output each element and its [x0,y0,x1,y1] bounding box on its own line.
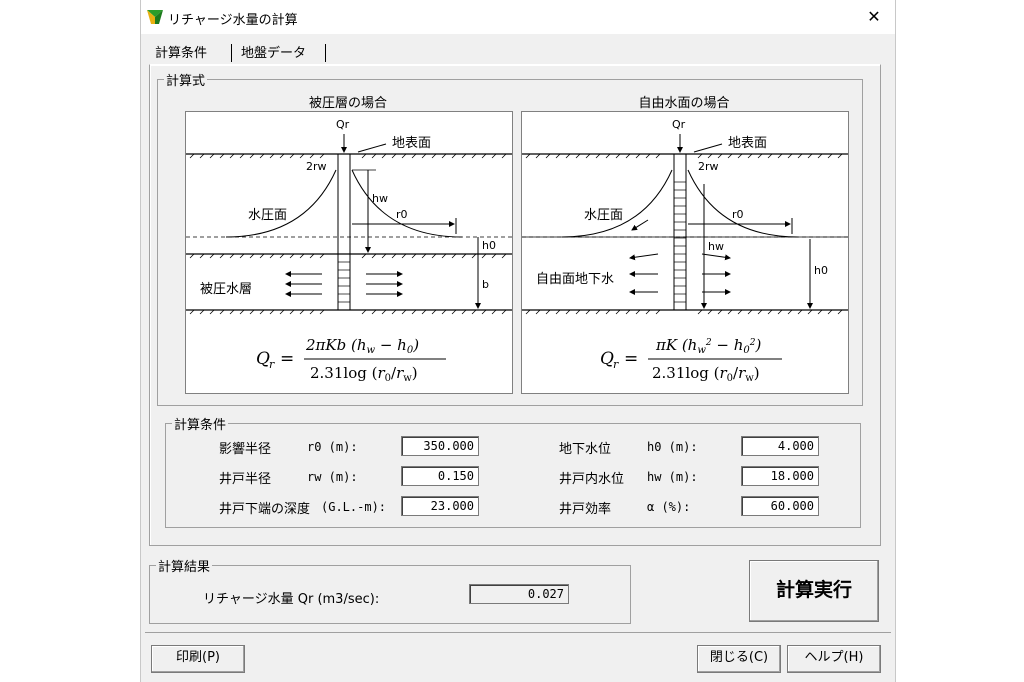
well-bottom-depth-input[interactable]: 23.000 [401,496,479,516]
diameter-label: 2rw [306,160,327,173]
r0-label: r0 [732,208,744,221]
recharge-label: リチャージ水量 Qr (m3/sec): [203,592,380,607]
confined-diagram: Qr 地表面 2rw 水圧面 hw r0 h0 被圧水層 b Q r = 2πK… [185,111,513,394]
h0-label: h0 [482,239,496,252]
well-efficiency-code: α (%): [647,500,691,514]
free-caption: 自由水面の場合 [638,96,730,111]
well-radius-label: 井戸半径 [219,472,272,487]
b-label: b [482,278,489,291]
svg-text:Q: Q [256,349,270,369]
free-diagram: Qr 地表面 2rw 水圧面 r0 hw h0 自由面地下水 Q r = πK … [521,111,849,394]
help-button[interactable]: ヘルプ(H) [787,645,881,673]
influence-radius-code: r0 (m): [307,440,358,454]
aquifer-label: 被圧水層 [200,282,253,297]
footer-divider [145,632,891,633]
svg-text:Q: Q [600,349,614,369]
svg-text:2.31log (r0/rw): 2.31log (r0/rw) [310,364,418,384]
ground-label: 地表面 [392,136,432,151]
groundwater-level-label: 地下水位 [559,442,612,457]
confined-diagram-drawing [186,134,512,315]
hw-label: hw [708,240,724,253]
result-group: 計算結果 [149,556,631,624]
svg-text:r: r [269,358,275,371]
svg-text:=: = [280,349,294,369]
calculate-button[interactable]: 計算実行 [749,560,879,622]
groundwater-level-code: h0 (m): [647,440,698,454]
svg-text:2πKb (hw − h0): 2πKb (hw − h0) [305,336,419,356]
in-well-level-label: 井戸内水位 [559,472,625,487]
svg-text:2.31log (r0/rw): 2.31log (r0/rw) [652,364,760,384]
formula-group: 計算式 [157,70,863,406]
diameter-label: 2rw [698,160,719,173]
influence-radius-input[interactable]: 350.000 [401,436,479,456]
close-button[interactable]: 閉じる(C) [697,645,781,673]
confined-formula: Q r = 2πKb (hw − h0) 2.31log (r0/rw) [256,336,446,384]
tab-separator [231,44,232,62]
well-bottom-depth-code: (G.L.-m): [321,500,387,514]
title-bar: リチャージ水量の計算 ✕ [141,0,895,34]
groundwater-level-input[interactable]: 4.000 [741,436,819,456]
well-radius-input[interactable]: 0.150 [401,466,479,486]
conditions-group-legend: 計算条件 [174,418,227,433]
in-well-level-code: hw (m): [647,470,698,484]
conditions-group: 計算条件 [165,414,861,528]
aquifer-label: 自由面地下水 [536,272,615,287]
svg-text:r: r [613,358,619,371]
well-bottom-depth-label: 井戸下端の深度 [219,502,311,517]
print-button[interactable]: 印刷(P) [151,645,245,673]
qr-label: Qr [672,118,686,131]
window-title: リチャージ水量の計算 [168,13,298,28]
confined-caption: 被圧層の場合 [308,96,387,111]
svg-text:πK (hw2 − h02): πK (hw2 − h02) [655,336,762,356]
piezometric-label: 水圧面 [584,208,624,223]
free-formula: Q r = πK (hw2 − h02) 2.31log (r0/rw) [600,336,782,384]
ground-label: 地表面 [728,136,768,151]
in-well-level-input[interactable]: 18.000 [741,466,819,486]
tab-separator [325,44,326,62]
formula-group-legend: 計算式 [166,74,206,89]
r0-label: r0 [396,208,408,221]
recharge-result-field: 0.027 [469,584,569,604]
well-efficiency-input[interactable]: 60.000 [741,496,819,516]
svg-text:=: = [624,349,638,369]
piezometric-label: 水圧面 [248,208,288,223]
close-icon[interactable]: ✕ [867,7,881,26]
tab-calc-conditions[interactable]: 計算条件 [155,46,208,61]
qr-label: Qr [336,118,350,131]
well-radius-code: rw (m): [307,470,358,484]
tab-ground-data[interactable]: 地盤データ [241,46,307,61]
result-group-legend: 計算結果 [158,560,211,575]
app-icon [147,10,163,24]
tab-panel [149,64,881,546]
hw-label: hw [372,192,388,205]
dialog-window: リチャージ水量の計算 ✕ 計算条件 地盤データ 計算式 被圧層の場合 自由水面の… [140,0,896,682]
influence-radius-label: 影響半径 [219,442,272,457]
free-diagram-drawing [522,134,848,315]
h0-label: h0 [814,264,828,277]
well-efficiency-label: 井戸効率 [559,502,612,517]
